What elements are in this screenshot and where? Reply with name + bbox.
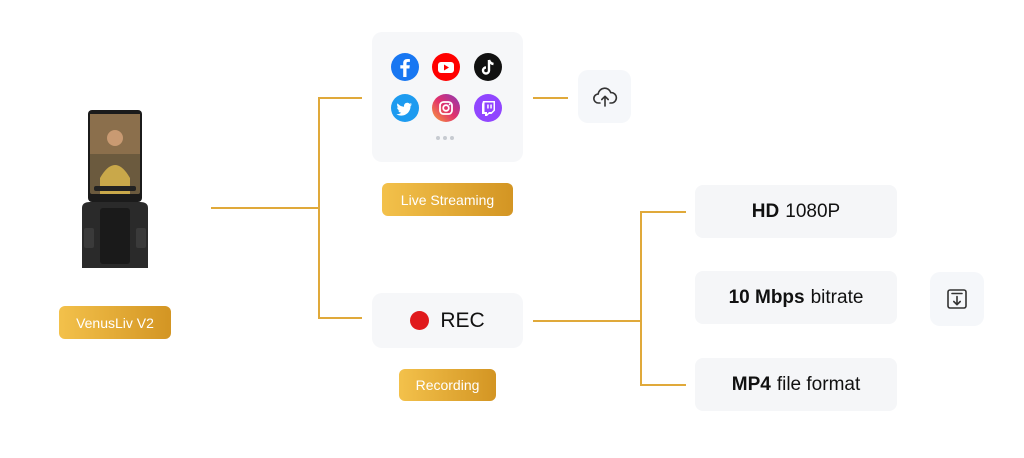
- connector-rec-out: [533, 320, 641, 322]
- feature-format-bold: MP4: [731, 373, 771, 395]
- feature-resolution: HD 1080P: [695, 185, 897, 238]
- feature-bitrate-rest: bitrate: [810, 286, 864, 308]
- recording-label: Recording: [399, 369, 496, 401]
- connector-to-mp4: [640, 384, 686, 386]
- live-streaming-label: Live Streaming: [382, 183, 513, 216]
- rec-dot-icon: [410, 311, 430, 330]
- connector-features-trunk: [640, 211, 642, 386]
- connector-to-recording: [318, 317, 362, 319]
- youtube-icon[interactable]: [432, 53, 460, 81]
- connector-to-streaming: [318, 97, 362, 99]
- download-button[interactable]: [930, 272, 984, 326]
- feature-format: MP4 file format: [695, 358, 897, 411]
- feature-resolution-bold: HD: [751, 200, 780, 222]
- more-dots-icon[interactable]: [436, 136, 456, 142]
- device-image: [74, 108, 156, 276]
- instagram-icon[interactable]: [432, 94, 460, 122]
- tiktok-icon[interactable]: [474, 53, 502, 81]
- feature-bitrate: 10 Mbps bitrate: [695, 271, 897, 324]
- cloud-upload-button[interactable]: [578, 70, 631, 123]
- device-label: VenusLiv V2: [59, 306, 171, 339]
- connector-streaming-upload: [533, 97, 568, 99]
- connector-trunk: [318, 97, 320, 319]
- connector-device: [211, 207, 319, 209]
- twitch-icon[interactable]: [474, 94, 502, 122]
- rec-card: REC: [372, 293, 523, 348]
- twitter-icon[interactable]: [391, 94, 419, 122]
- facebook-icon[interactable]: [391, 53, 419, 81]
- feature-format-rest: file format: [776, 373, 861, 395]
- feature-resolution-rest: 1080P: [785, 200, 841, 222]
- download-icon: [947, 289, 967, 309]
- connector-to-hd: [640, 211, 686, 213]
- streaming-platforms-card: [372, 32, 523, 162]
- feature-bitrate-bold: 10 Mbps: [728, 286, 805, 308]
- cloud-upload-icon: [592, 86, 617, 107]
- rec-text: REC: [440, 308, 485, 332]
